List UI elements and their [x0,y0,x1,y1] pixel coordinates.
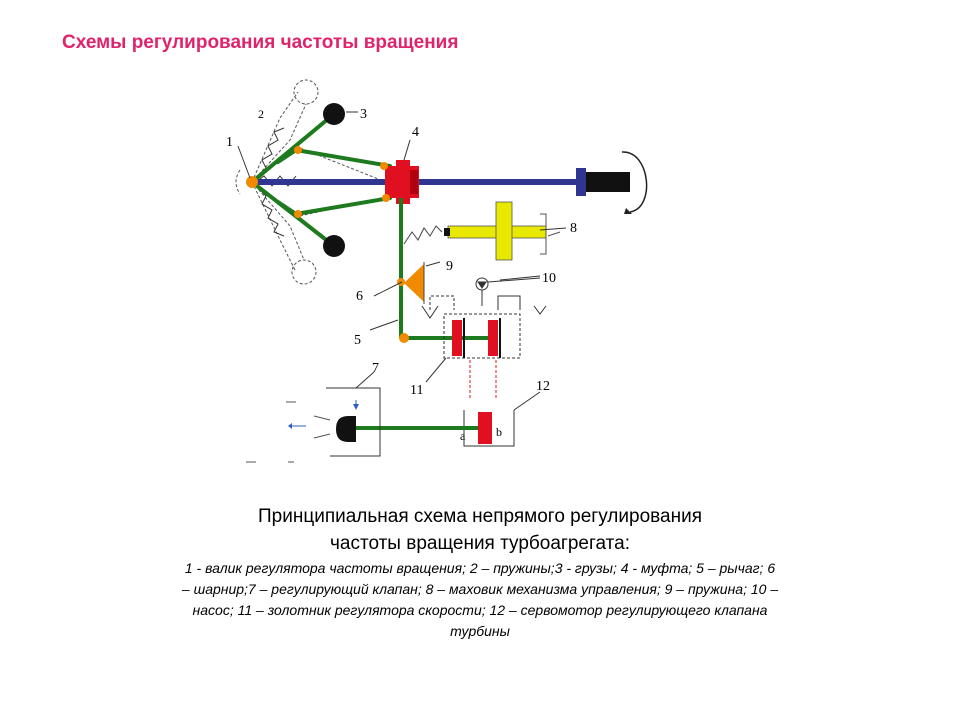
handwheel-8 [444,201,561,261]
weight-arms [250,112,392,248]
caption-title-line-1: Принципиальная схема непрямого регулиров… [258,506,702,527]
spring-9 [403,225,443,245]
label-7: 7 [372,361,379,376]
label-4: 4 [412,125,419,140]
label-1: 1 [226,135,233,150]
legend-line-3: насос; 11 – золотник регулятора скорости… [192,602,768,618]
legend-line-1: 1 - валик регулятора частоты вращения; 2… [184,560,776,576]
pump-10 [421,277,547,319]
label-2: 2 [258,107,264,121]
label-8: 8 [570,221,577,236]
label-9: 9 [446,259,453,274]
label-12: 12 [536,379,550,394]
caption-legend: 1 - валик регулятора частоты вращения; 2… [40,558,920,642]
legend-line-2: – шарнир;7 – регулирующий клапан; 8 – ма… [181,581,779,597]
label-5: 5 [354,333,361,348]
label-b: b [496,425,502,439]
caption-title-line-2: частоты вращения турбоагрегата: [330,533,630,554]
rotation-arrow [621,151,648,213]
label-11: 11 [410,383,423,398]
label-3: 3 [360,107,367,122]
caption-title: Принципиальная схема непрямого регулиров… [40,503,920,557]
legend-line-4: турбины [450,623,510,639]
shaft-end-collar [576,168,586,196]
hinge-6 [404,264,424,302]
label-6: 6 [356,289,363,304]
spool-valve-11 [443,313,521,400]
governor-weight-bottom [323,235,345,257]
slide-title: Схемы регулирования частоты вращения [62,32,459,53]
leader-lines [237,111,567,383]
servomotor-12 [356,391,541,447]
regulating-valve-7 [246,371,381,463]
coupling-4 [385,160,419,204]
label-a: a [460,429,466,443]
shaft-end-hub [586,172,630,192]
label-10: 10 [542,271,556,286]
governor-weight-top [323,103,345,125]
